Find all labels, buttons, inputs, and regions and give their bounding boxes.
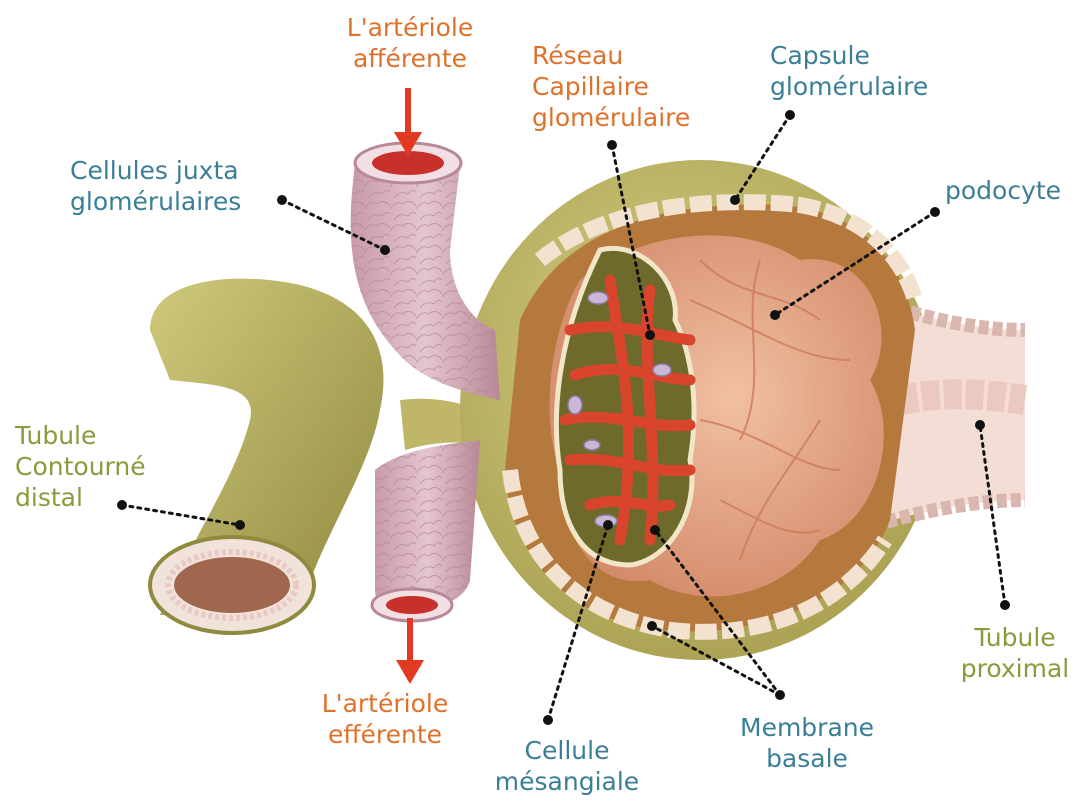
label-membrane-basale: Membrane basale <box>732 712 882 774</box>
label-line: Tubule <box>15 420 146 451</box>
label-capsule-glomerulaire: Capsule glomérulaire <box>770 40 928 102</box>
label-line: mésangiale <box>492 766 642 797</box>
label-tubule-distal: Tubule Contourné distal <box>15 420 146 513</box>
label-line: distal <box>15 482 146 513</box>
efferent-flow-arrow <box>396 618 424 684</box>
label-line: basale <box>732 743 882 774</box>
label-line: glomérulaires <box>70 186 241 217</box>
label-line: efférente <box>300 719 470 750</box>
label-cellules-juxta: Cellules juxta glomérulaires <box>70 155 241 217</box>
label-line: proximal <box>955 653 1075 684</box>
label-line: Membrane <box>732 712 882 743</box>
label-tubule-proximal: Tubule proximal <box>955 622 1075 684</box>
label-line: glomérulaire <box>532 102 690 133</box>
label-line: Réseau <box>532 40 690 71</box>
label-line: Tubule <box>955 622 1075 653</box>
label-line: Capsule <box>770 40 928 71</box>
label-line: Cellule <box>492 735 642 766</box>
label-line: podocyte <box>945 175 1061 206</box>
label-arteriole-efferente: L'artériole efférente <box>300 688 470 750</box>
label-arteriole-afferente: L'artériole afférente <box>330 12 490 74</box>
label-line: L'artériole <box>330 12 490 43</box>
label-line: glomérulaire <box>770 71 928 102</box>
label-podocyte: podocyte <box>945 175 1061 206</box>
label-line: Capillaire <box>532 71 690 102</box>
label-cellule-mesangiale: Cellule mésangiale <box>492 735 642 797</box>
efferent-arteriole <box>372 440 480 621</box>
label-line: L'artériole <box>300 688 470 719</box>
label-line: afférente <box>330 43 490 74</box>
label-line: Cellules juxta <box>70 155 241 186</box>
label-reseau-capillaire: Réseau Capillaire glomérulaire <box>532 40 690 133</box>
distal-tubule <box>150 279 383 633</box>
label-line: Contourné <box>15 451 146 482</box>
